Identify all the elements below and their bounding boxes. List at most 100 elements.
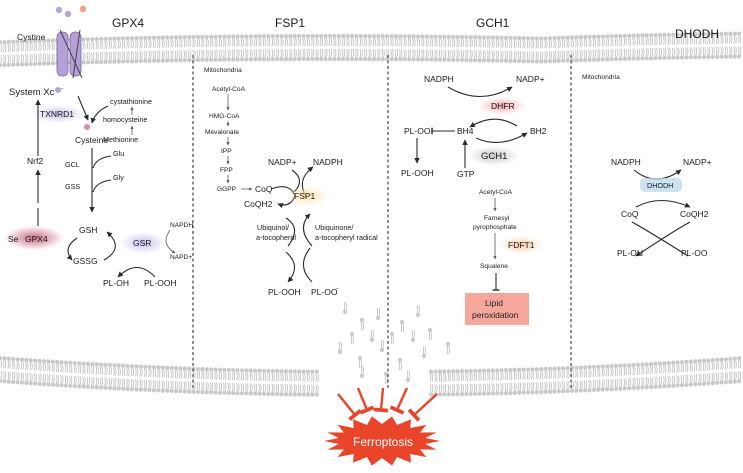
top-inner-lipid-tail-2 xyxy=(299,48,302,58)
top-inner-lipid-head xyxy=(94,59,99,65)
top-inner-lipid-head xyxy=(442,57,447,62)
top-inner-lipid-tail-1 xyxy=(685,47,687,56)
top-inner-lipid-tail-1 xyxy=(425,49,427,58)
bottom-inner-lipid-head xyxy=(481,391,487,396)
top-inner-lipid-tail-1 xyxy=(363,48,366,58)
bottom-outer-lipid-tail-2 xyxy=(101,366,104,375)
bottom-outer-lipid-tail-1 xyxy=(11,360,14,370)
top-outer-lipid-head xyxy=(393,34,399,39)
bottom-inner-lipid-tail-2 xyxy=(502,383,504,392)
top-outer-lipid-head xyxy=(204,34,209,39)
bottom-inner-lipid-head xyxy=(552,389,557,394)
top-inner-lipid-tail-1 xyxy=(531,51,533,60)
bottom-inner-lipid-head xyxy=(266,391,271,397)
top-outer-lipid-tail-1 xyxy=(500,39,502,48)
bottom-inner-lipid-tail-1 xyxy=(293,384,295,393)
top-outer-lipid-head xyxy=(706,31,711,37)
top-inner-lipid-head xyxy=(0,63,3,68)
scattered-lipid-15-head xyxy=(421,353,427,359)
bottom-inner-lipid-tail-2 xyxy=(739,371,742,380)
bottom-inner-lipid-head xyxy=(640,385,645,390)
section-title-dhodh: DHODH xyxy=(675,27,719,41)
top-outer-lipid-head xyxy=(283,34,289,39)
badge-fdft1 xyxy=(499,236,543,254)
bottom-outer-lipid-tail-2 xyxy=(185,370,187,379)
top-outer-lipid-tail-1 xyxy=(236,38,238,47)
bottom-inner-lipid-tail-2 xyxy=(158,380,161,389)
bottom-inner-lipid-tail-2 xyxy=(515,382,517,392)
label-nadp-fsp1: NADP+ xyxy=(268,157,297,167)
top-outer-lipid-head xyxy=(464,34,469,40)
cell-membrane-top xyxy=(0,31,742,68)
top-outer-lipid-tail-1 xyxy=(91,41,93,50)
top-inner-lipid-head xyxy=(314,56,319,62)
bottom-inner-lipid-head xyxy=(46,382,51,387)
label-ipp: IPP xyxy=(221,148,232,155)
top-inner-lipid-tail-1 xyxy=(302,48,304,58)
bottom-inner-lipid-tail-1 xyxy=(236,383,238,392)
top-inner-lipid-tail-1 xyxy=(601,49,603,58)
bottom-outer-lipid-tail-1 xyxy=(157,369,159,378)
top-inner-lipid-head xyxy=(653,55,658,61)
top-outer-lipid-tail-1 xyxy=(333,37,335,47)
bottom-inner-lipid-head xyxy=(657,384,663,389)
top-inner-lipid-tail-1 xyxy=(671,47,674,56)
top-inner-lipid-head xyxy=(121,59,126,64)
top-outer-lipid-head xyxy=(455,34,460,40)
top-outer-lipid-tail-2 xyxy=(246,38,249,47)
top-outer-lipid-tail-2 xyxy=(180,39,183,48)
top-inner-lipid-tail-1 xyxy=(214,49,216,58)
top-inner-lipid-tail-2 xyxy=(708,46,711,56)
top-inner-lipid-head xyxy=(358,56,363,62)
scattered-lipid-20-tail-2 xyxy=(440,373,442,383)
bottom-inner-lipid-tail-2 xyxy=(497,383,500,392)
top-outer-lipid-tail-2 xyxy=(123,40,126,49)
bottom-outer-lipid-tail-2 xyxy=(44,363,46,372)
bottom-outer-lipid-tail-1 xyxy=(108,366,111,376)
fsp1-panel: Mitochondria Acetyl-CoA HMG-CoA Mevalona… xyxy=(204,67,378,297)
top-inner-lipid-head xyxy=(728,54,733,59)
bottom-outer-lipid-tail-1 xyxy=(469,372,471,382)
top-inner-lipid-head xyxy=(33,61,38,67)
bottom-outer-lipid-tail-1 xyxy=(231,371,234,381)
top-outer-lipid-head xyxy=(574,35,579,40)
bottom-outer-lipid-tail-1 xyxy=(293,373,295,382)
bottom-outer-lipid-tail-2 xyxy=(136,368,139,377)
top-inner-lipid-tail-2 xyxy=(396,49,398,58)
bottom-inner-lipid-tail-2 xyxy=(493,383,495,392)
bottom-inner-lipid-head xyxy=(2,379,7,384)
top-outer-lipid-head xyxy=(191,34,196,40)
top-outer-lipid-tail-1 xyxy=(425,38,427,47)
bottom-outer-lipid-tail-2 xyxy=(453,373,456,382)
top-inner-lipid-tail-1 xyxy=(385,49,388,58)
top-outer-lipid-head xyxy=(715,31,720,36)
bottom-inner-lipid-tail-1 xyxy=(654,376,656,385)
inhibit-arrow-3 xyxy=(373,387,389,413)
top-inner-lipid-tail-2 xyxy=(550,51,552,60)
top-outer-lipid-head xyxy=(341,33,346,39)
bottom-outer-lipid-tail-2 xyxy=(84,365,86,374)
top-inner-lipid-head xyxy=(433,57,438,62)
top-inner-lipid-tail-2 xyxy=(163,50,165,59)
bottom-inner-lipid-tail-2 xyxy=(136,379,139,388)
bottom-inner-lipid-tail-2 xyxy=(295,384,297,393)
top-inner-lipid-tail-2 xyxy=(317,48,319,58)
top-outer-lipid-tail-2 xyxy=(4,43,7,53)
top-outer-lipid-head xyxy=(437,34,443,39)
label-cystine: Cystine xyxy=(17,32,46,42)
bottom-inner-lipid-tail-2 xyxy=(656,376,658,385)
top-inner-lipid-tail-1 xyxy=(104,51,106,60)
top-outer-lipid-tail-2 xyxy=(682,36,684,45)
bottom-inner-lipid-tail-1 xyxy=(627,378,630,387)
bottom-inner-lipid-head xyxy=(684,382,689,387)
top-outer-lipid-tail-2 xyxy=(528,40,530,49)
bottom-outer-lipid-head xyxy=(90,362,95,367)
top-outer-lipid-tail-1 xyxy=(522,40,524,49)
top-outer-lipid-head xyxy=(534,36,539,41)
bottom-outer-lipid-tail-2 xyxy=(180,370,183,379)
top-outer-lipid-head xyxy=(160,35,165,40)
bottom-outer-lipid-tail-2 xyxy=(550,370,552,379)
bottom-outer-lipid-tail-1 xyxy=(77,365,80,374)
top-outer-lipid-tail-2 xyxy=(546,40,548,49)
top-outer-lipid-head xyxy=(213,34,218,39)
